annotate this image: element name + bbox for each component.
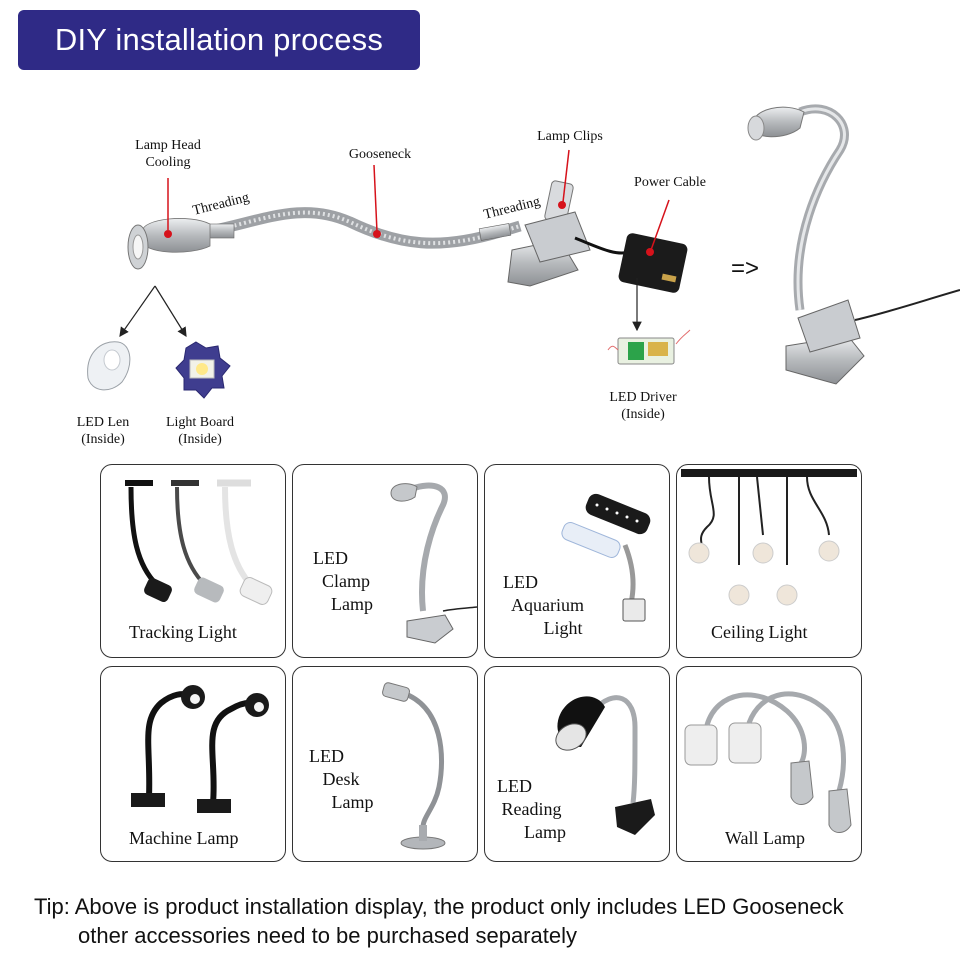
light-board-icon (175, 341, 231, 399)
caption-ceiling-light: Ceiling Light (711, 622, 808, 642)
aquarium-light-icon (561, 493, 651, 622)
track-light-icon (125, 479, 273, 605)
label-gooseneck: Gooseneck (348, 147, 412, 162)
led-lens-icon (87, 341, 131, 391)
thread-right (478, 223, 512, 241)
wall-lamp-icon (684, 691, 852, 833)
clip-icon (507, 180, 591, 287)
caption-machine-lamp: Machine Lamp (129, 828, 239, 848)
page-title: DIY installation process (18, 10, 420, 70)
label-led-len: LED Len (Inside) (76, 415, 130, 447)
label-light-board: Light Board (Inside) (165, 415, 235, 447)
marker-clip (558, 201, 566, 209)
caption-led-reading-lamp: LED Reading Lamp (497, 776, 566, 842)
tip-line-2: other accessories need to be purchased s… (78, 923, 577, 948)
label-power-cable: Power Cable (634, 175, 706, 190)
installation-diagram (87, 104, 960, 399)
desk-lamp-icon (382, 682, 446, 850)
label-led-driver: LED Driver (Inside) (609, 390, 677, 422)
marker-gooseneck (373, 230, 381, 238)
caption-led-desk-lamp: LED Desk Lamp (309, 746, 374, 812)
assembled-lamp-icon (747, 104, 960, 385)
card-led-clamp-lamp: LED Clamp Lamp (292, 464, 478, 658)
power-adapter-icon (618, 233, 688, 293)
machine-lamp-icon (131, 685, 269, 813)
caption-wall-lamp: Wall Lamp (725, 828, 806, 848)
caption-tracking-light: Tracking Light (129, 622, 237, 642)
label-lamp-clips: Lamp Clips (537, 129, 603, 144)
label-arrow: => (730, 255, 760, 282)
marker-lamp-head (164, 230, 172, 238)
led-driver-icon (607, 329, 691, 365)
lamp-head-icon (127, 218, 211, 270)
ceiling-light-icon (681, 469, 857, 606)
tip-line-1: Tip: Above is product installation displ… (34, 894, 844, 919)
reading-lamp-icon (555, 695, 655, 835)
card-led-aquarium-light: LED Aquarium Light (484, 464, 670, 658)
card-machine-lamp: Machine Lamp (100, 666, 286, 862)
caption-led-aquarium-light: LED Aquarium Light (503, 572, 584, 638)
label-lamp-head: Lamp Head Cooling (135, 138, 201, 170)
clamp-lamp-icon (390, 482, 477, 644)
card-ceiling-light: Ceiling Light (676, 464, 862, 658)
card-led-desk-lamp: LED Desk Lamp (292, 666, 478, 862)
tip-text: Tip: Above is product installation displ… (34, 892, 944, 950)
marker-power (646, 248, 654, 256)
card-tracking-light: Tracking Light (100, 464, 286, 658)
caption-led-clamp-lamp: LED Clamp Lamp (313, 548, 373, 614)
card-led-reading-lamp: LED Reading Lamp (484, 666, 670, 862)
card-wall-lamp: Wall Lamp (676, 666, 862, 862)
